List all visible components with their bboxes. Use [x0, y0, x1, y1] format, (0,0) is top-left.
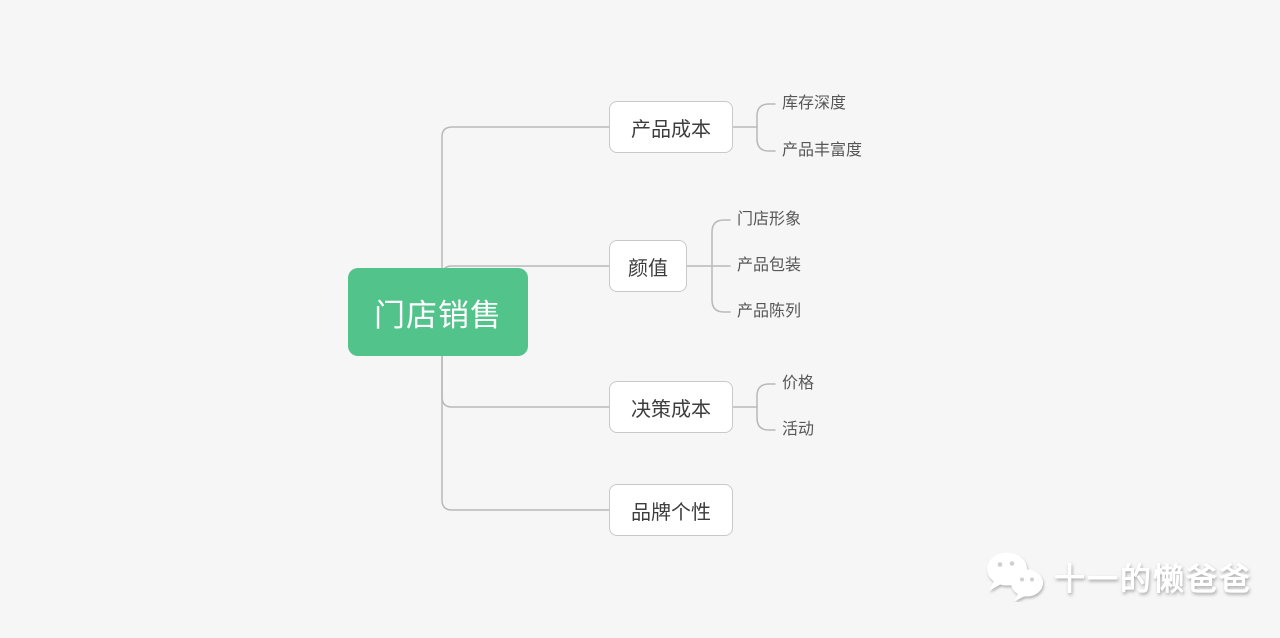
leaf-topic-price: 价格 [782, 375, 815, 392]
leaf-topic-store-image: 门店形象 [737, 211, 802, 228]
leaf-topic-product-display: 产品陈列 [737, 303, 802, 320]
watermark: 十一的懒爸爸 [984, 550, 1252, 602]
branch-topic-brand-personality: 品牌个性 [609, 484, 733, 536]
leaf-topic-promotion: 活动 [782, 421, 815, 438]
connector-root-branch-3 [441, 310, 610, 511]
leaf-topic-product-packaging: 产品包装 [737, 257, 802, 274]
connector-root-branch-0 [441, 126, 610, 312]
wechat-logo-icon [987, 552, 1043, 602]
leaf-topic-product-richness: 产品丰富度 [782, 142, 863, 159]
branch-topic-appearance: 颜值 [609, 240, 687, 292]
leaf-topic-inventory-depth: 库存深度 [782, 95, 847, 112]
branch-topic-product-cost: 产品成本 [609, 101, 733, 153]
branch-topic-decision-cost: 决策成本 [609, 381, 733, 433]
root-topic: 门店销售 [348, 268, 528, 356]
watermark-text: 十一的懒爸爸 [1054, 561, 1252, 597]
connector-branch-2-bracket [756, 383, 776, 431]
connector-branch-0-bracket [756, 103, 776, 152]
